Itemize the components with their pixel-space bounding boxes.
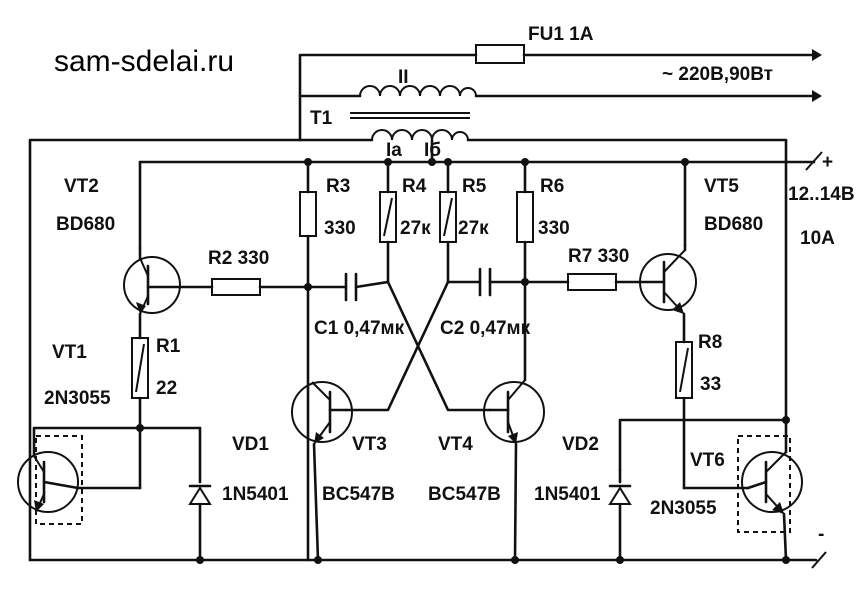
vd1-part: 1N5401	[222, 484, 289, 505]
r3-name: R3	[326, 176, 350, 197]
output-wiring	[298, 49, 822, 142]
capacitor-c2	[446, 267, 527, 297]
transistor-vt5	[638, 249, 697, 315]
vd2-part: 1N5401	[534, 484, 601, 505]
vd2-name: VD2	[562, 434, 599, 455]
vt5-name: VT5	[704, 176, 739, 197]
vt3-name: VT3	[352, 434, 387, 455]
vt4-name: VT4	[438, 434, 473, 455]
transistor-vt1	[17, 435, 83, 525]
c2-label: C2 0,47мк	[440, 318, 531, 339]
resistor-r7	[523, 273, 642, 291]
vt4-wiring	[513, 442, 518, 562]
r5-value: 27к	[458, 218, 489, 239]
r2-label: R2 330	[208, 248, 269, 269]
cross-coupling-wires	[344, 280, 492, 412]
vt3-part: BC547B	[322, 484, 395, 505]
vt6-part: 2N3055	[650, 498, 717, 519]
transformer-t1	[350, 85, 477, 141]
supply-terminal-plus	[805, 151, 823, 171]
r6-value: 330	[538, 218, 570, 239]
vt5-part: BD680	[704, 214, 763, 235]
tr-name-label: T1	[310, 108, 333, 129]
r7-label: R7 330	[568, 246, 629, 267]
capacitor-c1	[306, 272, 390, 302]
vt1-part: 2N3055	[44, 388, 111, 409]
supply-voltage-label: 12..14В	[788, 184, 855, 205]
vd1-name: VD1	[232, 434, 269, 455]
site-watermark: sam-sdelai.ru	[54, 45, 234, 78]
fuse-fu1	[475, 44, 525, 64]
vt1-name: VT1	[52, 342, 87, 363]
r4-name: R4	[402, 176, 427, 197]
vt6-wiring	[618, 418, 788, 562]
vt4-part: BC547B	[428, 484, 501, 505]
c1-label: C1 0,47мк	[314, 318, 405, 339]
resistor-r5	[439, 160, 457, 284]
transistor-vt6	[737, 435, 803, 533]
junction-dots	[136, 158, 790, 564]
resistor-r2	[178, 278, 310, 296]
vt5-wiring	[682, 243, 687, 344]
r1-value: 22	[156, 378, 177, 399]
r3-value: 330	[324, 218, 356, 239]
supply-plus-label: +	[822, 152, 833, 173]
vt3-wiring	[312, 442, 320, 562]
transistor-vt2	[123, 256, 182, 315]
diode-vd2	[608, 468, 632, 562]
resistor-r3	[299, 160, 317, 562]
supply-terminal-minus	[811, 551, 827, 569]
r4-value: 27к	[400, 218, 431, 239]
supply-current-label: 10A	[800, 228, 835, 249]
output-voltage-label: ~ 220В,90Вт	[662, 64, 773, 85]
r8-name: R8	[698, 332, 722, 353]
supply-minus-label: -	[818, 524, 824, 545]
resistor-r6	[516, 160, 534, 382]
fu1-label: FU1 1A	[528, 24, 594, 45]
diode-vd1	[188, 426, 212, 562]
tr-secondary-label: II	[398, 67, 409, 88]
r5-name: R5	[462, 176, 487, 197]
r1-name: R1	[156, 336, 181, 357]
r6-name: R6	[540, 176, 564, 197]
vt1-wiring	[32, 426, 202, 458]
vt2-part: BD680	[56, 214, 115, 235]
resistor-r1	[76, 337, 149, 490]
tr-a-label: Ia	[386, 140, 402, 161]
transistor-vt3	[291, 381, 353, 445]
transistor-vt4	[483, 379, 545, 445]
resistor-r4	[379, 160, 397, 284]
r8-value: 33	[700, 374, 721, 395]
vt2-name: VT2	[64, 176, 99, 197]
vt6-name: VT6	[690, 450, 725, 471]
